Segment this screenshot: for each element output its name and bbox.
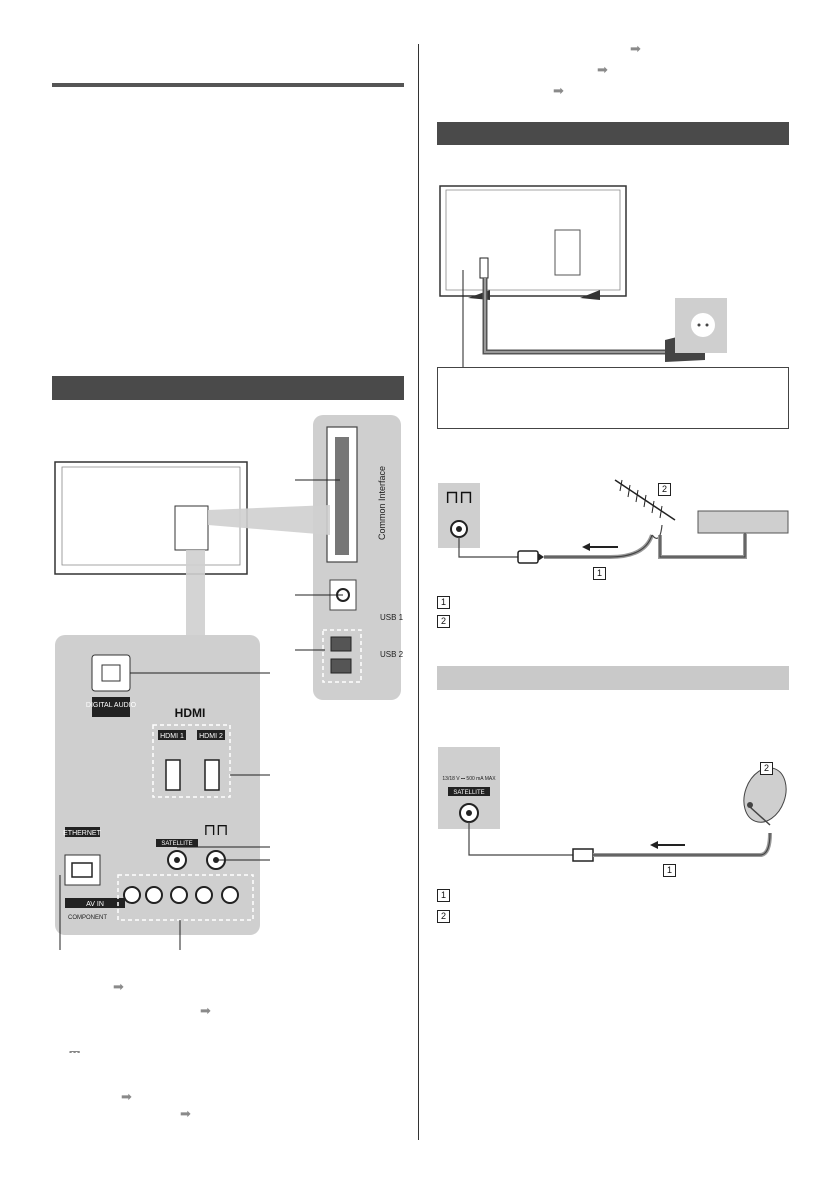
hdmi-group [152,724,231,798]
mains-note-box [437,367,789,429]
video-y-port [221,886,239,904]
satellite-number-2: 2 [760,762,773,775]
usb-group [322,629,362,683]
tv-back-mains [439,185,627,297]
digital-audio-label: DIGITAL AUDIO [86,702,137,709]
ethernet-label: ETHERNET [63,830,101,837]
aerial-legend-1: 1 [437,596,450,609]
hdmi1-label: HDMI 1 [160,733,184,740]
pb-cb-port [195,886,213,904]
arrow-right-icon: ➡ [113,979,124,994]
ethernet-label-box [65,827,100,837]
audio-l-port [145,886,163,904]
satellite-label-box [156,839,198,847]
satellite-terminal-label: SATELLITE [453,790,484,796]
satellite-legend-2: 2 [437,910,450,923]
dc-symbol-icon: ⎓ [69,1043,81,1059]
aerial-connection-diagram: ⊓⊓ [438,479,789,564]
f-connector [572,848,594,862]
digital-audio-label-box [92,697,130,717]
aerial-number-2: 2 [658,483,671,496]
section-header-bar-satellite [437,666,789,690]
mains-connection-diagram [439,185,727,368]
satellite-label: SATELLITE [161,841,192,847]
usb1-label: USB 1 [380,613,404,622]
satellite-legend-1: 1 [437,889,450,902]
hdmi2-label-box [197,730,225,740]
aerial-terminal-icon: ⊓⊓ [445,487,473,507]
audio-r-port [123,886,141,904]
rooftop-aerial-icon [614,479,676,521]
satellite-connection-diagram: SATELLITE 13/18 V ⎓ 500 mA MAX [438,747,787,862]
satellite-spec-label: 13/18 V ⎓ 500 mA MAX [442,776,496,782]
hdmi1-port [165,759,181,791]
arrow-right-icon: ➡ [553,83,564,98]
hdmi2-label: HDMI 2 [199,733,223,740]
aerial-plug [517,550,539,564]
arrow-right-icon: ➡ [180,1106,191,1121]
arrow-right-icon: ➡ [630,41,641,56]
aerial-legend-2: 2 [437,615,450,628]
av-in-label-box [65,898,125,908]
aerial-number-1: 1 [593,567,606,580]
satellite-number-1: 1 [663,864,676,877]
arrow-right-icon: ➡ [597,62,608,77]
hdmi1-label-box [158,730,186,740]
usb2-label: USB 2 [380,650,404,659]
satellite-dish-icon [743,767,787,826]
heading-rule [52,83,404,87]
column-divider [418,44,419,1140]
component-label: COMPONENT [68,915,107,921]
usb2-port [330,658,352,674]
section-header-bar-mains [437,122,789,145]
hdmi2-port [204,759,220,791]
aerial-cable-box [697,510,789,534]
wall-socket-face [691,313,715,337]
av-in-label: AV IN [86,901,104,908]
usb1-port [330,636,352,652]
arrow-right-icon: ➡ [200,1003,211,1018]
terminals-diagram: Common Interface USB 1 USB 2 DIGITAL AUD… [54,415,404,950]
hdmi-logo: HDMI [175,706,206,720]
av-component-group [117,874,254,921]
section-header-bar-terminals [52,376,404,400]
tv-terminal-area [174,505,209,551]
pr-cr-port [170,886,188,904]
aerial-icon: ⊓⊓ [204,822,229,839]
arrow-right-icon: ➡ [121,1089,132,1104]
common-interface-label: Common Interface [377,466,387,540]
